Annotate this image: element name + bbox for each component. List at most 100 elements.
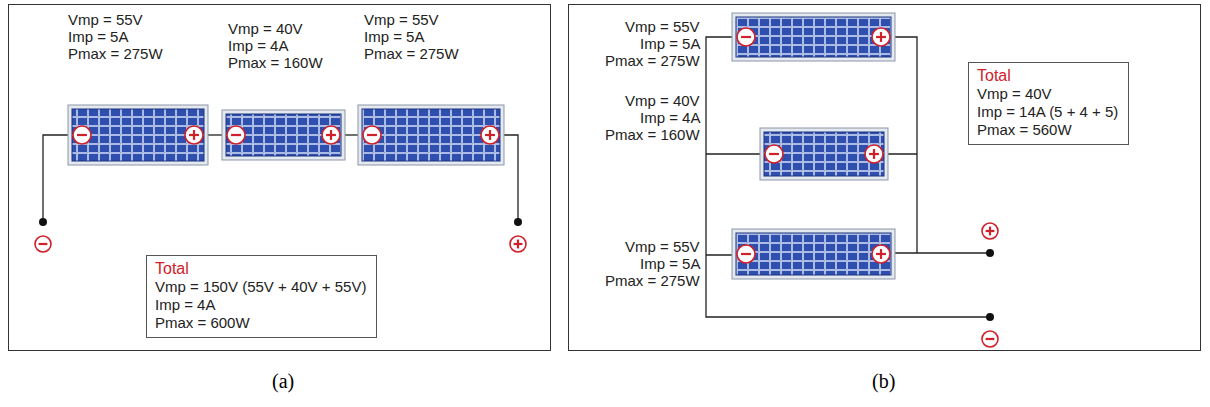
spec-text: Vmp = 55V <box>364 11 439 28</box>
terminal-bar <box>77 134 87 136</box>
terminal-bar <box>880 249 882 259</box>
positive-terminal <box>322 126 340 144</box>
spec-text: Vmp = 40V <box>228 20 303 37</box>
panel-caption: (a) <box>272 370 294 393</box>
terminal-ring <box>872 245 890 263</box>
spec-text: Pmax = 275W <box>605 52 700 69</box>
wire <box>43 37 990 317</box>
terminal-bar <box>989 227 991 236</box>
panel-frame <box>358 105 504 165</box>
solar-panel <box>732 13 895 61</box>
total-value: Imp = 14A (5 + 4 + 5) <box>977 103 1118 121</box>
negative-terminal <box>765 145 783 163</box>
panel-cells <box>736 17 891 57</box>
terminal-ring <box>185 126 203 144</box>
spec-text: Imp = 4A <box>640 109 700 126</box>
total-box: TotalVmp = 40VImp = 14A (5 + 4 + 5)Pmax … <box>968 62 1129 145</box>
positive-terminal <box>982 223 998 239</box>
terminal-bar <box>741 36 751 38</box>
positive-terminal <box>510 236 526 252</box>
terminal-bar <box>231 134 241 136</box>
terminal-ring <box>322 126 340 144</box>
junction-dot <box>986 249 994 257</box>
terminal-bar <box>517 240 519 249</box>
negative-terminal <box>35 236 51 252</box>
total-heading: Total <box>977 67 1118 85</box>
terminal-ring <box>35 236 51 252</box>
panel-cells <box>72 109 204 161</box>
terminal-ring <box>363 126 381 144</box>
panel-cells <box>362 109 500 161</box>
panel-frame <box>760 128 888 180</box>
positive-terminal <box>865 145 883 163</box>
panel-frame <box>732 13 895 61</box>
spec-text: Vmp = 55V <box>625 238 700 255</box>
spec-text: Vmp = 55V <box>625 18 700 35</box>
terminal-bar <box>769 153 779 155</box>
terminal-ring <box>872 28 890 46</box>
solar-panel <box>358 105 504 165</box>
terminal-bar <box>880 32 882 42</box>
spec-text: Imp = 5A <box>68 28 128 45</box>
negative-terminal <box>363 126 381 144</box>
negative-terminal <box>982 331 998 347</box>
solar-panel <box>68 105 208 165</box>
terminal-bar <box>986 338 995 340</box>
terminal-bar <box>741 253 751 255</box>
panel-cells <box>226 114 341 156</box>
positive-terminal <box>481 126 499 144</box>
spec-text: Vmp = 40V <box>625 92 700 109</box>
terminal-ring <box>982 331 998 347</box>
spec-text: Imp = 5A <box>640 255 700 272</box>
spec-text: Pmax = 275W <box>68 45 163 62</box>
spec-text: Pmax = 160W <box>228 54 323 71</box>
terminal-bar <box>367 134 377 136</box>
terminal-ring <box>737 245 755 263</box>
panel-frame <box>222 110 345 160</box>
terminal-bar <box>873 149 875 159</box>
positive-terminal <box>872 245 890 263</box>
negative-terminal <box>737 245 755 263</box>
spec-text: Imp = 5A <box>640 35 700 52</box>
spec-text: Imp = 4A <box>228 37 288 54</box>
panel-cells <box>736 233 891 275</box>
total-value: Pmax = 560W <box>977 121 1118 139</box>
junction-dot <box>514 218 522 226</box>
terminal-ring <box>73 126 91 144</box>
panel-caption: (b) <box>872 370 895 393</box>
junction-dot <box>986 313 994 321</box>
spec-text: Imp = 5A <box>364 28 424 45</box>
positive-terminal <box>872 28 890 46</box>
total-heading: Total <box>155 260 366 278</box>
spec-text: Vmp = 55V <box>68 11 143 28</box>
total-value: Vmp = 40V <box>977 85 1118 103</box>
terminal-ring <box>865 145 883 163</box>
junction-dot <box>39 218 47 226</box>
positive-terminal <box>185 126 203 144</box>
panel-frame <box>732 229 895 279</box>
terminal-ring <box>481 126 499 144</box>
terminal-bar <box>39 243 48 245</box>
solar-panel <box>732 229 895 279</box>
total-value: Imp = 4A <box>155 296 366 314</box>
panel-frame <box>9 5 551 351</box>
terminal-ring <box>982 223 998 239</box>
panel-frame <box>569 5 1201 351</box>
total-value: Vmp = 150V (55V + 40V + 55V) <box>155 278 366 296</box>
negative-terminal <box>73 126 91 144</box>
total-value: Pmax = 600W <box>155 314 366 332</box>
spec-text: Pmax = 275W <box>364 45 459 62</box>
terminal-ring <box>510 236 526 252</box>
terminal-bar <box>193 130 195 140</box>
panel-cells <box>764 132 884 176</box>
negative-terminal <box>227 126 245 144</box>
spec-text: Pmax = 275W <box>605 272 700 289</box>
solar-panel <box>760 128 888 180</box>
terminal-bar <box>489 130 491 140</box>
terminal-bar <box>330 130 332 140</box>
solar-panel <box>222 110 345 160</box>
terminal-ring <box>227 126 245 144</box>
spec-text: Pmax = 160W <box>605 126 700 143</box>
terminal-ring <box>737 28 755 46</box>
negative-terminal <box>737 28 755 46</box>
